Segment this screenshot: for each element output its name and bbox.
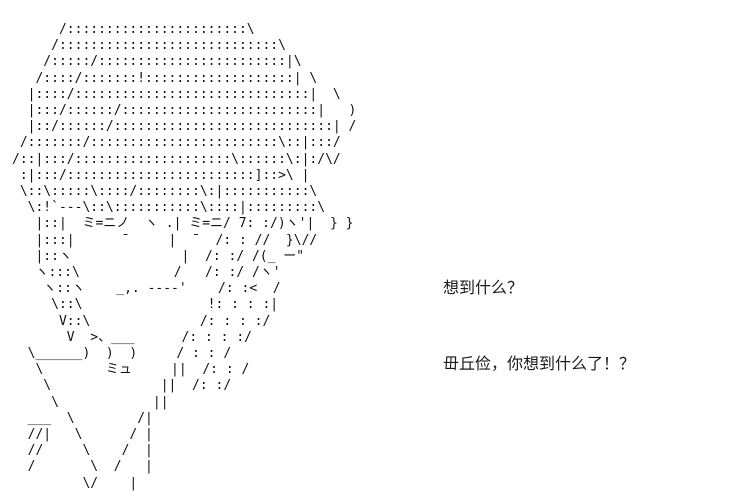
- ascii-art-portrait: /:::::::::::::::::::::::\ /:::::::::::::…: [12, 22, 357, 491]
- dialogue-line-2: 毌丘俭，你想到什么了！？: [443, 354, 636, 373]
- dialogue-line-1: 想到什么？: [443, 278, 524, 297]
- dialogue-block: 想到什么？ 毌丘俭，你想到什么了！？: [443, 243, 723, 427]
